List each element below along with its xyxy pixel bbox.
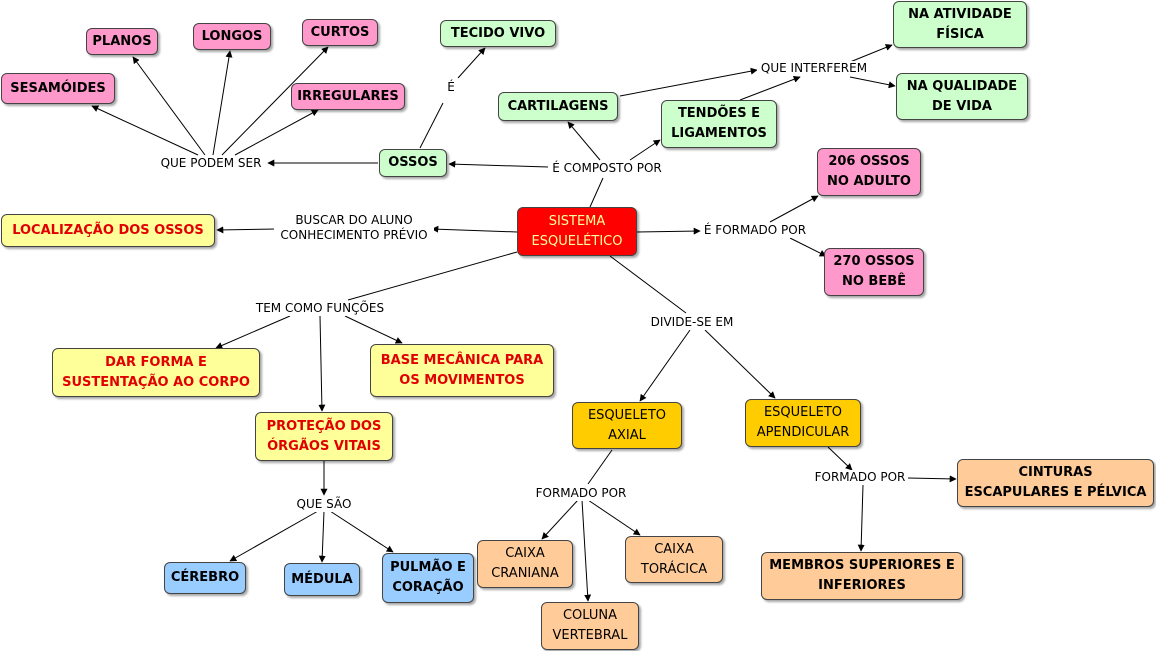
link-label-buscar: BUSCAR DO ALUNO CONHECIMENTO PRÉVIO <box>274 213 434 243</box>
node-dar-forma[interactable]: DAR FORMA E SUSTENTAÇÃO AO CORPO <box>52 348 260 397</box>
edge-funcoes-protecao <box>318 315 326 412</box>
link-label-formado-apendicular: FORMADO POR <box>812 470 908 485</box>
link-label-interferem: QUE INTERFEREM <box>757 61 871 76</box>
edge-ossos-e <box>419 102 444 149</box>
node-medula[interactable]: MÉDULA <box>284 563 360 596</box>
edge-podem-longos <box>212 50 233 156</box>
link-label-que-sao: QUE SÃO <box>294 497 354 512</box>
link-label-funcoes: TEM COMO FUNÇÕES <box>252 301 388 316</box>
node-qualidade-vida[interactable]: NA QUALIDADE DE VIDA <box>896 73 1028 120</box>
node-localizacao-ossos[interactable]: LOCALIZAÇÃO DOS OSSOS <box>1 214 215 247</box>
link-label-composto: É COMPOSTO POR <box>549 161 665 176</box>
edge-divide-axial <box>639 329 691 402</box>
link-label-formado-axial: FORMADO POR <box>533 486 629 501</box>
node-atividade-fisica[interactable]: NA ATIVIDADE FÍSICA <box>893 1 1027 48</box>
node-irregulares[interactable]: IRREGULARES <box>291 83 405 110</box>
link-label-formado: É FORMADO POR <box>701 223 809 238</box>
edge-quesao-cerebro <box>229 510 319 562</box>
node-206-ossos[interactable]: 206 OSSOS NO ADULTO <box>817 148 921 196</box>
edge-cartilagens-interferem <box>619 67 758 97</box>
edge-divide-apendicular <box>704 329 776 399</box>
edge-sistema-divide <box>609 255 687 314</box>
node-270-ossos[interactable]: 270 OSSOS NO BEBÊ <box>824 248 924 296</box>
edge-podem-irregulares <box>234 109 319 156</box>
edge-sistema-composto <box>589 177 604 208</box>
node-cerebro[interactable]: CÉREBRO <box>164 562 246 594</box>
node-sistema-esqueletico[interactable]: SISTEMA ESQUELÉTICO <box>517 207 637 256</box>
edge-podem-planos <box>132 56 206 156</box>
edge-tendoes-interferem <box>739 75 801 101</box>
edge-sistema-funcoes <box>347 251 518 301</box>
edge-axial-formado <box>587 449 613 485</box>
edge-sistema-buscar <box>431 225 518 233</box>
node-sesamoides[interactable]: SESAMÓIDES <box>1 73 115 104</box>
edge-sistema-formado <box>636 227 701 235</box>
edge-formado-cinturas <box>907 475 957 483</box>
edge-podem-curtos <box>221 46 329 156</box>
node-caixa-toracica[interactable]: CAIXA TORÁCICA <box>625 536 723 583</box>
edge-apend-formado <box>827 446 853 471</box>
edge-quesao-pulmao <box>329 510 394 553</box>
edge-quesao-medula <box>318 510 326 563</box>
edge-interferem-qualidade <box>849 76 896 89</box>
link-label-divide: DIVIDE-SE EM <box>646 315 738 330</box>
edge-funcoes-forma <box>215 315 291 349</box>
edge-composto-tendoes <box>629 139 661 161</box>
link-label-que-podem-ser: QUE PODEM SER <box>157 156 265 171</box>
node-caixa-craniana[interactable]: CAIXA CRANIANA <box>477 540 573 588</box>
edge-buscar-localizacao <box>216 226 277 234</box>
node-cartilagens[interactable]: CARTILAGENS <box>498 92 618 121</box>
node-protecao-orgaos[interactable]: PROTEÇÃO DOS ÓRGÃOS VITAIS <box>255 412 393 461</box>
edge-formado-adulto <box>769 195 819 223</box>
edge-formado-coluna <box>581 499 592 602</box>
node-longos[interactable]: LONGOS <box>193 23 271 50</box>
node-ossos[interactable]: OSSOS <box>379 149 447 177</box>
node-coluna-vertebral[interactable]: COLUNA VERTEBRAL <box>541 602 639 650</box>
node-cinturas[interactable]: CINTURAS ESCAPULARES E PÉLVICA <box>957 459 1154 507</box>
node-membros[interactable]: MEMBROS SUPERIORES E INFERIORES <box>761 552 963 600</box>
node-base-mecanica[interactable]: BASE MECÂNICA PARA OS MOVIMENTOS <box>370 344 554 397</box>
edge-formado-toracica <box>587 499 641 536</box>
edge-interferem-atividade <box>849 44 893 63</box>
node-esqueleto-axial[interactable]: ESQUELETO AXIAL <box>572 402 682 449</box>
node-tendoes-ligamentos[interactable]: TENDÕES E LIGAMENTOS <box>661 100 777 148</box>
edge-composto-cartilagens <box>567 121 601 161</box>
node-planos[interactable]: PLANOS <box>86 28 158 55</box>
link-label-e: É <box>443 80 459 95</box>
node-curtos[interactable]: CURTOS <box>302 19 378 46</box>
edge-formado-bebe <box>789 237 827 257</box>
node-tecido-vivo[interactable]: TECIDO VIVO <box>440 20 556 47</box>
edge-e-tecido <box>457 47 486 79</box>
node-esqueleto-apendicular[interactable]: ESQUELETO APENDICULAR <box>745 399 861 447</box>
edge-funcoes-base <box>344 315 403 344</box>
edge-composto-ossos <box>448 160 549 168</box>
edge-formado-membros <box>857 484 865 552</box>
edge-podem-sesamoides <box>91 105 199 156</box>
node-pulmao-coracao[interactable]: PULMÃO E CORAÇÃO <box>382 553 474 603</box>
edge-formado-craniana <box>541 499 579 540</box>
